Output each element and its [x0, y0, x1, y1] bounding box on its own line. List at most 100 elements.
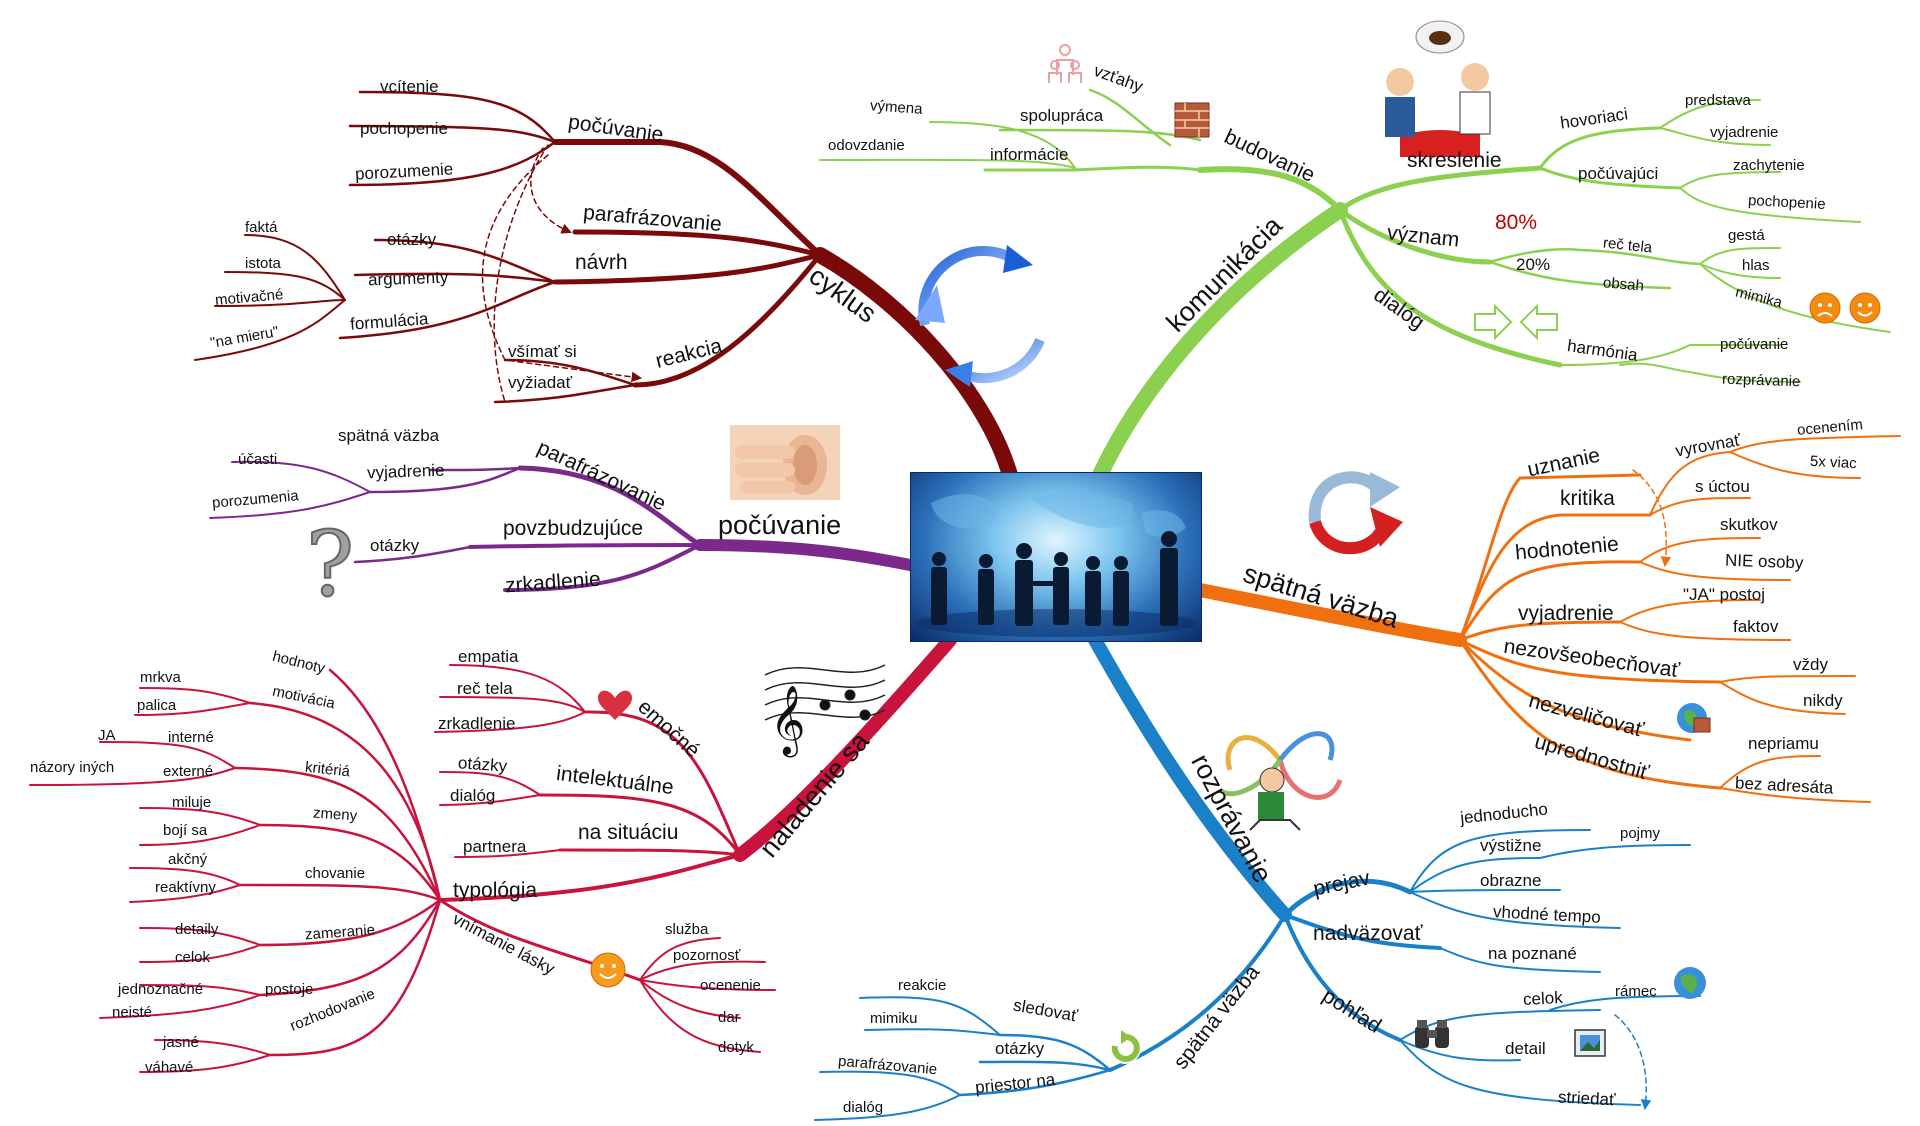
node-spatna-vazba-roz: spätná väzba	[1169, 960, 1265, 1074]
smiley-icon	[590, 952, 626, 988]
leaf-vyziadat: vyžiadať	[508, 373, 573, 392]
node-skreslenie: skreslenie	[1407, 149, 1502, 172]
node-pohlad: pohľad	[1318, 984, 1386, 1038]
leaf-jasne: jasné	[163, 1034, 199, 1051]
leaf-empatia: empatia	[458, 647, 519, 666]
leaf-mimika: mimika	[1733, 283, 1784, 312]
svg-text:𝄞: 𝄞	[770, 685, 805, 757]
leaf-spolupraca: spolupráca	[1020, 106, 1104, 125]
leaf-rozpravanie-kom: rozprávanie	[1721, 370, 1801, 391]
leaf-reakcie: reakcie	[898, 977, 947, 994]
leaf-dialog-nal: dialóg	[450, 786, 496, 805]
refresh-icon	[1109, 1030, 1141, 1064]
leaf-sluzba: služba	[665, 921, 709, 938]
leaf-celok-nal: celok	[175, 949, 211, 966]
branch-spatna-vazba	[1193, 435, 1901, 803]
node-nadvazovat: nadväzovať	[1313, 922, 1423, 945]
leaf-motivacne: motivačné	[214, 286, 284, 309]
node-sledovat: sledovať	[1011, 995, 1080, 1026]
world-map-silhouettes	[916, 491, 1196, 637]
node-emocne: emočné	[633, 695, 705, 763]
branch-label-cyklus: cyklus	[803, 260, 882, 329]
diners-image	[1385, 20, 1491, 157]
center-business-people-image	[910, 472, 1202, 642]
leaf-vcitenie: vcítenie	[380, 77, 439, 96]
branch-naladenie	[29, 633, 957, 1073]
brick-wall-icon	[1174, 102, 1210, 138]
people-icon	[1048, 44, 1082, 83]
branch-label-rozpravanie: rozprávanie	[1185, 749, 1278, 888]
leaf-pozornost: pozornosť	[673, 947, 741, 964]
leaf-partnera: partnera	[463, 837, 527, 856]
node-uznanie: uznanie	[1525, 443, 1603, 482]
leaf-odovzdanie: odovzdanie	[828, 137, 905, 154]
node-vyrovnat: vyrovnať	[1673, 430, 1743, 461]
leaf-rec-tela: reč tela	[457, 679, 513, 698]
typ-kriteria: kritériá	[304, 758, 351, 781]
leaf-nikdy: nikdy	[1803, 691, 1843, 710]
percent-20: 20%	[1516, 255, 1551, 274]
leaf-argumenty: argumenty	[367, 267, 449, 290]
leaf-faktov: faktov	[1733, 617, 1779, 636]
typ-chovanie: chovanie	[305, 865, 366, 882]
node-hodnotenie: hodnotenie	[1514, 532, 1620, 565]
leaf-skutkov: skutkov	[1720, 515, 1778, 534]
branch-label-naladenie: naladenie sa	[753, 726, 875, 863]
typ-zmeny: zmeny	[312, 804, 358, 825]
branch-rozpravanie	[814, 633, 1701, 1121]
node-rec-tela-kom: reč tela	[1602, 234, 1653, 257]
node-vyznam: význam	[1385, 221, 1461, 252]
typ-motivacia: motivácia	[270, 682, 337, 713]
leaf-ucasti: účasti	[238, 451, 278, 468]
node-dialog-kom: dialóg	[1369, 283, 1429, 335]
leaf-neiste: neisté	[112, 1004, 153, 1021]
node-povzbudzujuce: povzbudzujúce	[503, 517, 644, 540]
leaf-dialog-roz: dialóg	[843, 1099, 884, 1116]
node-budovanie: budovanie	[1220, 125, 1319, 187]
leaf-obrazne: obrazne	[1480, 871, 1542, 890]
node-obsah: obsah	[1602, 274, 1645, 295]
leaf-porozumenia: porozumenia	[211, 487, 300, 512]
leaf-vyjadrenie-poc: vyjadrenie	[366, 460, 445, 483]
leaf-pochopenie: pochopenie	[360, 119, 448, 138]
leaf-pojmy: pojmy	[1620, 825, 1661, 842]
leaf-gesta: gestá	[1728, 227, 1765, 244]
node-vnimanie-lasky: vnímanie lásky	[449, 909, 558, 979]
leaf-na-poznane: na poznané	[1488, 944, 1577, 963]
confused-man-image	[1218, 731, 1343, 831]
leaf-reaktivny: reaktívny	[155, 879, 216, 896]
branch-label-komunikacia: komunikácia	[1160, 210, 1288, 338]
leaf-zachytenie: zachytenie	[1733, 157, 1805, 174]
leaf-detaily: detaily	[175, 921, 219, 938]
node-vyjadrenie-sv: vyjadrenie	[1518, 602, 1614, 625]
node-nezovseobecnovat: nezovšeobecňovať	[1502, 634, 1681, 683]
node-pocuvajuci: počúvajúci	[1578, 164, 1659, 183]
leaf-mrkva: mrkva	[140, 669, 181, 686]
typ-zameranie: zameranie	[304, 921, 376, 944]
leaf-vsimat-si: všímať si	[508, 342, 577, 361]
binoculars-icon	[1415, 1020, 1449, 1048]
leaf-otazky-nal: otázky	[457, 753, 508, 776]
leaf-ocenenie: ocenenie	[700, 977, 761, 994]
leaf-striedat: striedať	[1557, 1087, 1616, 1110]
typ-postoje: postoje	[265, 981, 314, 998]
leaf-vzdy: vždy	[1793, 655, 1828, 674]
leaf-pochopenie-kom: pochopenie	[1747, 191, 1826, 214]
leaf-ja: JA	[98, 727, 116, 744]
leaf-otazky-poc: otázky	[370, 536, 420, 555]
leaf-na-mieru: "na mieru"	[209, 323, 280, 352]
leaf-miluje: miluje	[172, 794, 212, 811]
leaf-boji-sa: bojí sa	[163, 822, 208, 839]
leaf-ocenenim: ocenením	[1796, 416, 1864, 439]
percent-80: 80%	[1495, 211, 1538, 234]
leaf-jednoznacne: jednoznačné	[118, 981, 204, 998]
leaf-bez-adresata: bez adresáta	[1734, 773, 1834, 798]
dialog-arrows-icon	[1474, 303, 1558, 341]
globe-brick-icon	[1677, 703, 1711, 733]
leaf-interne: interné	[168, 729, 214, 746]
node-zrkadlenie-poc: zrkadlenie	[504, 567, 602, 598]
leaf-formulacia: formulácia	[349, 309, 429, 334]
leaf-nazory-inych: názory iných	[30, 759, 115, 776]
